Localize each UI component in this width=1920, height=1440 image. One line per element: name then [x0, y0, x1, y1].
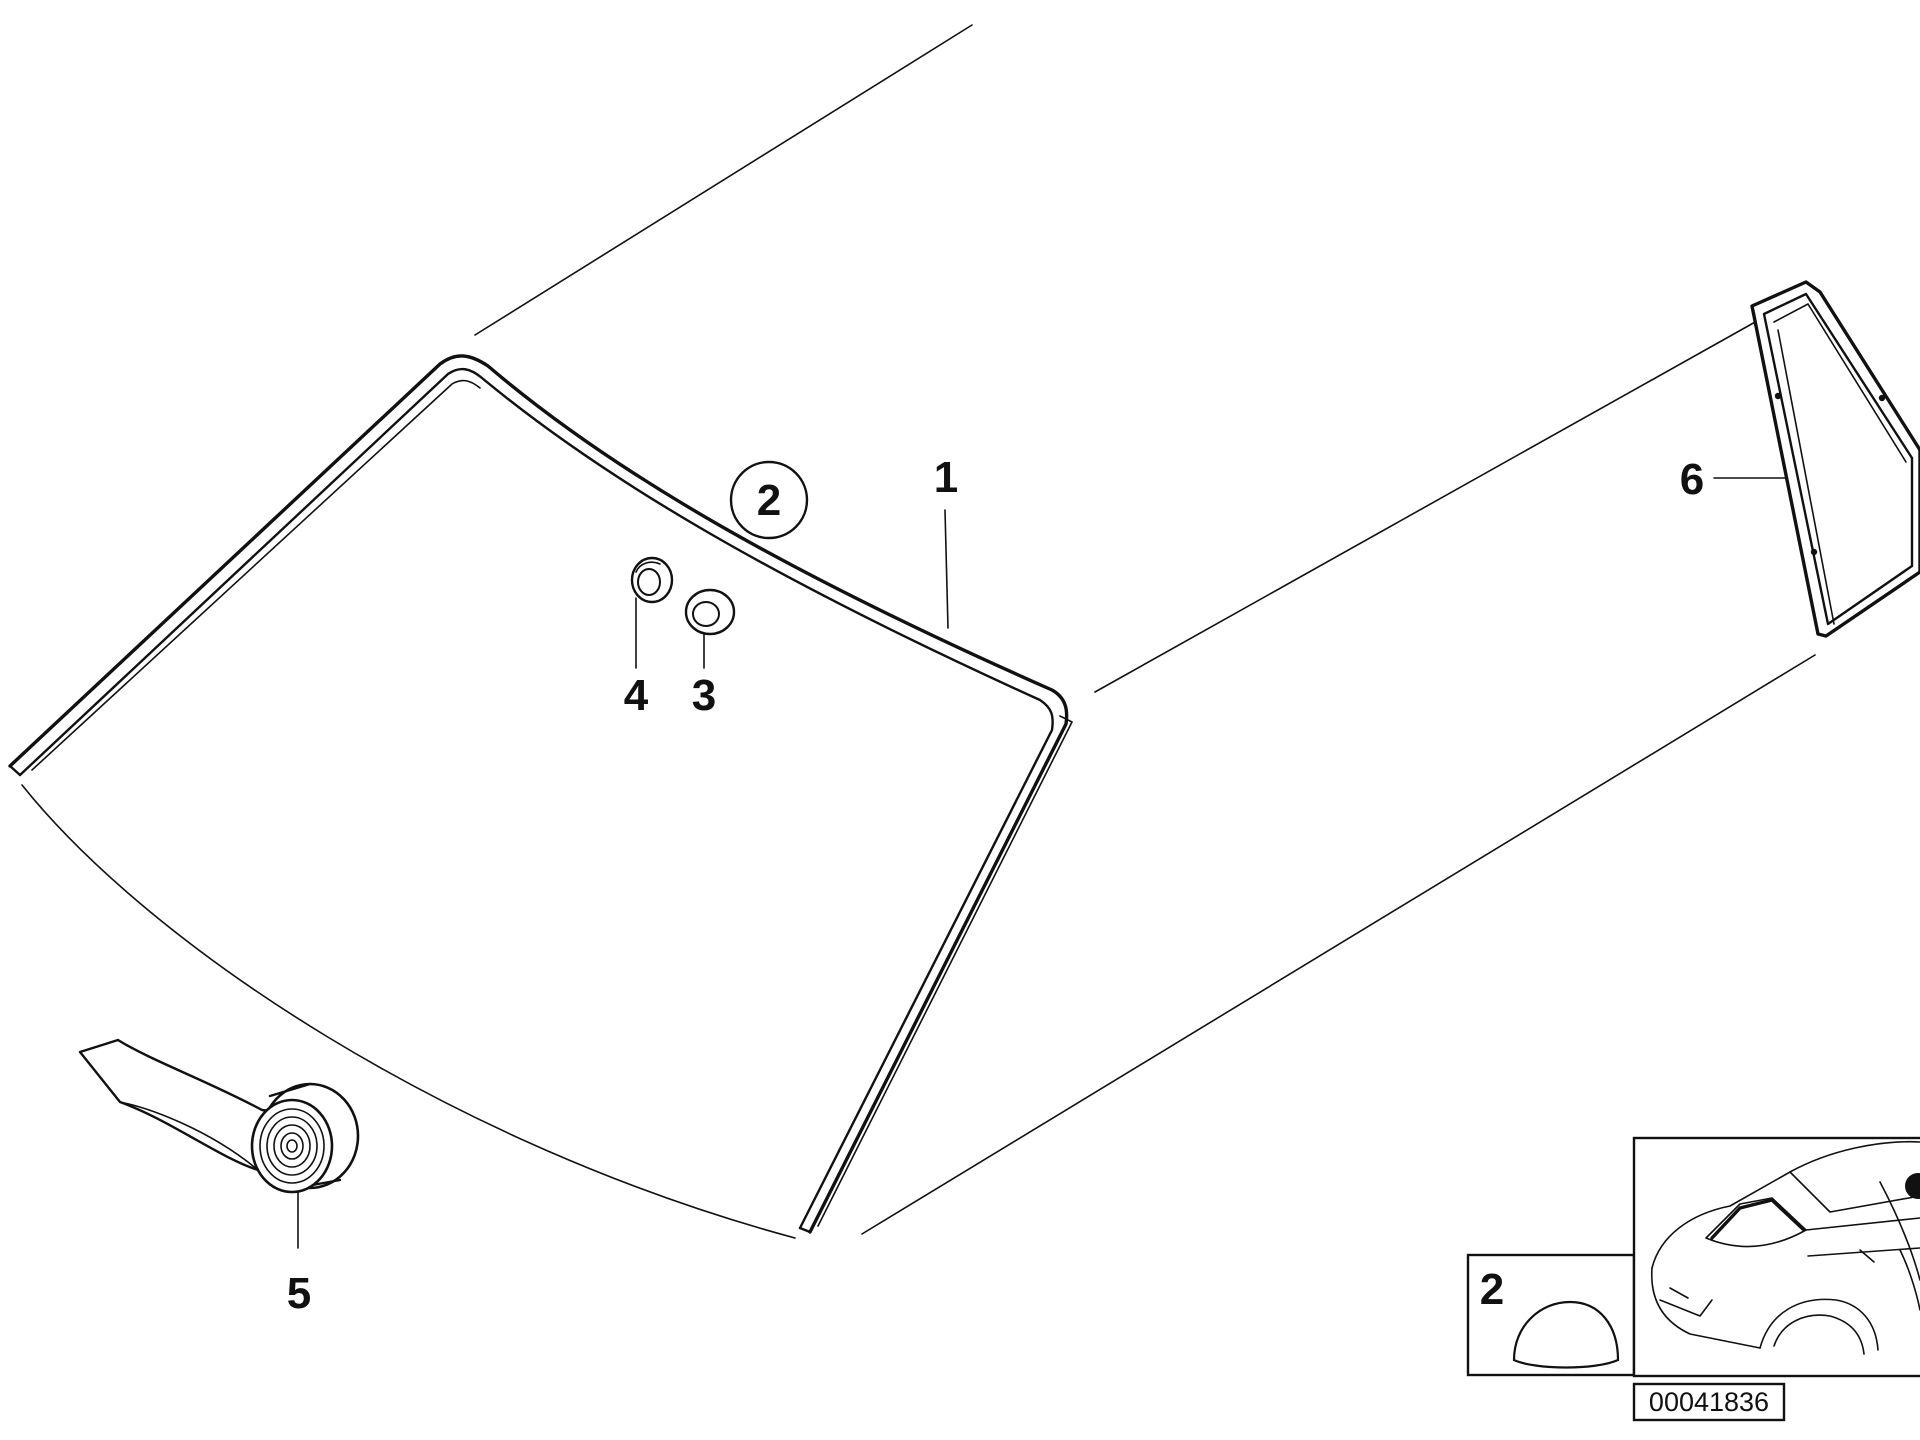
sensor-ring-part-4[interactable] [630, 556, 674, 669]
dome-sealant-icon [1512, 1300, 1620, 1369]
callout-5: 5 [287, 1269, 311, 1318]
callout-6: 6 [1680, 455, 1704, 504]
quarter-window-part-6[interactable] [1750, 280, 1920, 638]
callout-2-label: 2 [757, 476, 781, 525]
leader-lines [297, 477, 1791, 1249]
callout-3: 3 [692, 671, 716, 720]
inset-panel: 2 00041836 [1466, 1136, 1920, 1422]
callout-1: 1 [934, 453, 958, 502]
car-body-outline [21, 24, 1816, 1239]
legend-number: 2 [1480, 1265, 1504, 1314]
windshield-glass[interactable] [8, 354, 1073, 1234]
diagram-code: 00041836 [1649, 1387, 1769, 1417]
adhesive-tape-roll[interactable] [78, 1038, 360, 1194]
car-overview-sketch [1650, 1140, 1920, 1355]
callout-4: 4 [624, 671, 649, 720]
callout-2-circled: 2 [729, 460, 809, 540]
sensor-ring-part-3[interactable] [684, 588, 736, 669]
diagram-code-box [1632, 1382, 1786, 1422]
car-overview-box [1632, 1136, 1920, 1378]
location-marker-icon [1905, 1173, 1920, 1199]
